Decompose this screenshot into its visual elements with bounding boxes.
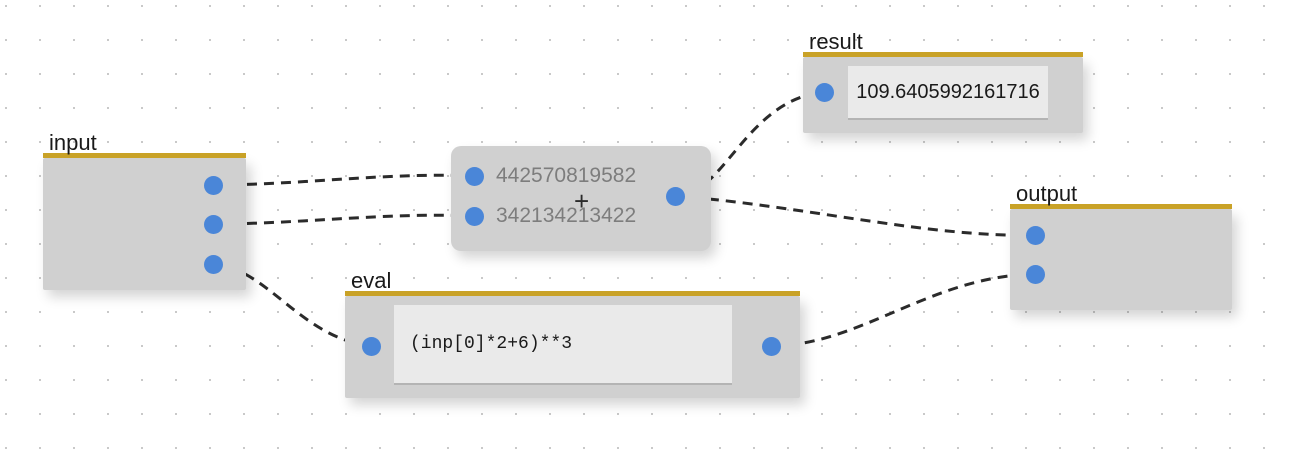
- output-port-input-2[interactable]: [203, 254, 223, 274]
- connection-edge[interactable]: [212, 173, 475, 187]
- input-port-result-0[interactable]: [814, 82, 834, 102]
- operand-value[interactable]: 442570819582: [496, 164, 637, 187]
- output-port-eval-0[interactable]: [761, 336, 781, 356]
- connection-edge[interactable]: [770, 272, 1036, 348]
- node-title-eval: eval: [351, 268, 392, 293]
- output-port-input-1[interactable]: [203, 214, 223, 234]
- input-port-add-0[interactable]: [464, 166, 484, 186]
- input-port-eval-0[interactable]: [361, 336, 381, 356]
- operator-symbol: +: [574, 185, 590, 216]
- output-port-add-0[interactable]: [665, 186, 685, 206]
- connection-edge[interactable]: [212, 213, 475, 226]
- node-title-input: input: [49, 130, 97, 155]
- output-port-input-0[interactable]: [203, 175, 223, 195]
- operand-value[interactable]: 342134213422: [496, 204, 637, 227]
- input-port-output-1[interactable]: [1025, 264, 1045, 284]
- node-output[interactable]: output: [1010, 181, 1232, 310]
- input-port-output-0[interactable]: [1025, 225, 1045, 245]
- connection-edge[interactable]: [674, 194, 1036, 237]
- node-title-output: output: [1016, 181, 1078, 206]
- node-title-result: result: [809, 29, 863, 54]
- input-port-add-1[interactable]: [464, 206, 484, 226]
- node-body-output[interactable]: output: [1010, 181, 1232, 310]
- value-field-result[interactable]: 109.6405992161716: [848, 66, 1048, 120]
- value-field-eval[interactable]: (inp[0]*2+6)**3: [394, 305, 732, 385]
